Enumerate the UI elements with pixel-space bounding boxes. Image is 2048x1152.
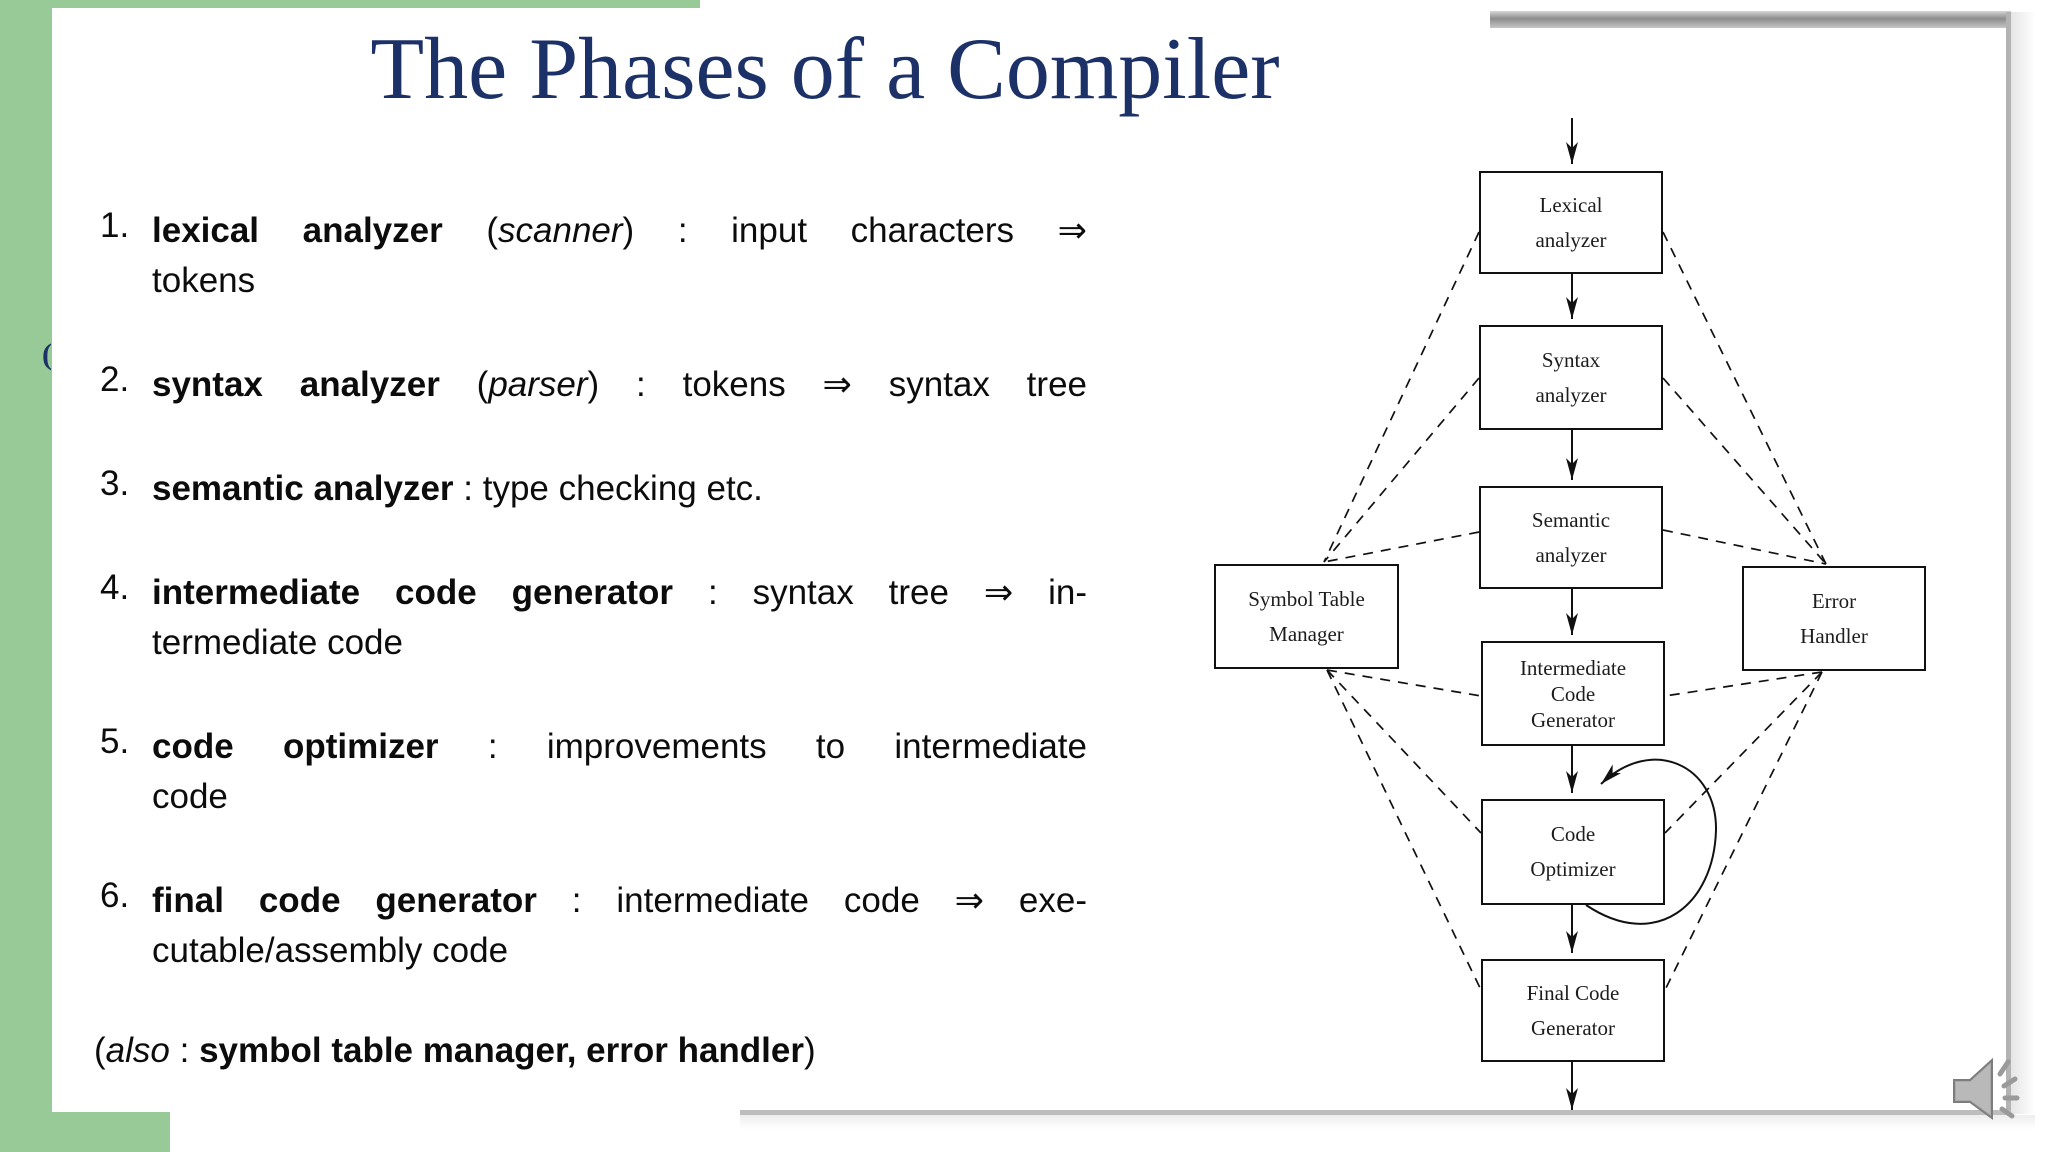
page-title: The Phases of a Compiler [370,21,1280,118]
diagram-box-code-optimizer: Code Optimizer [1481,799,1665,905]
list-item: 5. code optimizer : improvements to inter… [100,722,1100,822]
list-text-segment: ) : tokens ⇒ syntax tree [587,365,1087,404]
list-text-segment: : syntax tree ⇒ in- [673,573,1087,612]
list-item-line: cutable/assembly code [152,926,1087,976]
speaker-icon[interactable] [1946,1052,2024,1126]
list-text-segment: cutable/assembly code [152,931,509,970]
list-text-segment: : improvements to intermediate [438,727,1087,766]
list-item-line: lexical analyzer (scanner) : input chara… [152,206,1087,256]
list-item-line: semantic analyzer : type checking etc. [152,464,1087,514]
list-text-segment: lexical analyzer [152,211,443,250]
list-item: 6. final code generator : intermediate co… [100,876,1100,976]
list-text-segment: : [169,1031,200,1070]
list-item-line: intermediate code generator : syntax tre… [152,568,1087,618]
list-text-segment: tokens [152,261,256,300]
list-item-line: code [152,772,1087,822]
frame-right-edge [2006,12,2011,1114]
list-text-segment: semantic analyzer [152,469,454,508]
list-text-segment: parser [488,365,588,404]
list-item-line: termediate code [152,618,1087,668]
list-item-number: 6. [100,876,130,915]
list-item: 3. semantic analyzer : type checking etc. [100,464,1100,514]
phase-list: 1.lexical analyzer (scanner) : input cha… [94,196,1100,1096]
green-left-band [0,0,52,1152]
list-text-segment: also [105,1031,170,1070]
list-item-number: 4. [100,568,130,607]
list-item-number: 1. [100,206,130,245]
diagram-box-syntax-analyzer: Syntax analyzer [1479,325,1663,430]
diagram-box-final-code-generator: Final Code Generator [1481,959,1665,1062]
list-text-segment: symbol table manager, error handler [199,1031,804,1070]
list-item: (also : symbol table manager, error hand… [94,1026,1094,1076]
list-text-segment: ( [94,1031,106,1070]
list-item-number: 3. [100,464,130,503]
frame-bottom-shadow [740,1115,2035,1129]
green-top-strip [40,0,700,8]
diagram-box-symbol-table-manager: Symbol Table Manager [1214,564,1399,669]
list-text-segment: ) : input characters ⇒ [622,211,1087,250]
list-text-segment: : type checking etc. [453,469,763,508]
list-text-segment: syntax analyzer [152,365,440,404]
list-item-number: 5. [100,722,130,761]
list-item-number: 2. [100,360,130,399]
list-item: 2. syntax analyzer (parser) : tokens ⇒ sy… [100,360,1100,410]
list-text-segment: ( [439,365,489,404]
list-item-line: syntax analyzer (parser) : tokens ⇒ synt… [152,360,1087,410]
diagram-box-semantic-analyzer: Semantic analyzer [1479,486,1663,589]
list-text-segment: code [152,777,228,816]
list-text-segment: code optimizer [152,727,439,766]
list-item-line: code optimizer : improvements to interme… [152,722,1087,772]
diagram-box-error-handler: Error Handler [1742,566,1926,671]
list-text-segment: termediate code [152,623,403,662]
list-item-line: (also : symbol table manager, error hand… [94,1026,1094,1076]
list-text-segment: : intermediate code ⇒ exe- [536,881,1087,920]
list-text-segment: final code generator [152,881,537,920]
list-text-segment: ) [804,1031,816,1070]
list-item-line: final code generator : intermediate code… [152,876,1087,926]
slide-surface [52,8,2007,1112]
clipped-paren-decoration: ( [42,338,52,371]
frame-bottom-edge [740,1110,2011,1115]
diagram-box-intermediate-code-generator: Intermediate Code Generator [1481,641,1665,746]
frame-top-bar [1490,11,2011,28]
list-text-segment: scanner [498,211,623,250]
list-text-segment: ( [442,211,499,250]
list-item: 4. intermediate code generator : syntax t… [100,568,1100,668]
list-item-line: tokens [152,256,1087,306]
green-bottom-block [0,1110,170,1152]
list-text-segment: intermediate code generator [152,573,674,612]
frame-right-shadow [2011,12,2035,1114]
list-item: 1. lexical analyzer (scanner) : input cha… [100,206,1100,306]
diagram-box-lexical-analyzer: Lexical analyzer [1479,171,1663,274]
